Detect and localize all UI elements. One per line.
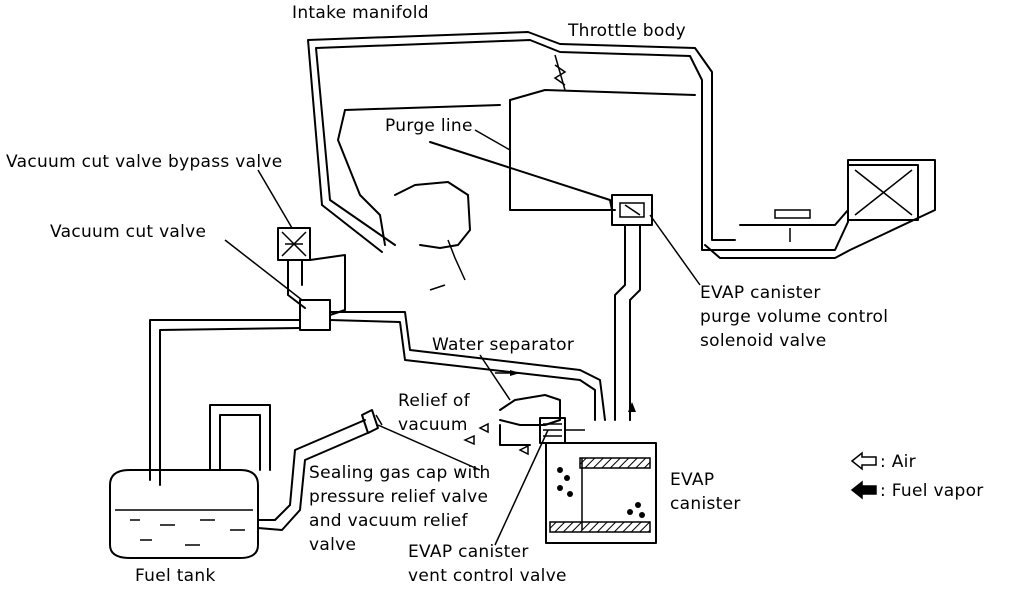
label-evap-purge-valve-line1: EVAP canister xyxy=(700,283,821,303)
vacuum-cut-valve-bypass-valve xyxy=(277,227,346,316)
throttle-body xyxy=(553,54,919,242)
label-evap-canister-line1: EVAP xyxy=(670,470,714,490)
label-vacuum-cut-valve-bypass-valve: Vacuum cut valve bypass valve xyxy=(6,152,283,172)
label-evap-vent-valve-line1: EVAP canister xyxy=(408,542,529,562)
label-vacuum-cut-valve: Vacuum cut valve xyxy=(50,222,206,242)
label-fuel-tank: Fuel tank xyxy=(135,566,216,586)
purge-line xyxy=(429,141,653,421)
label-evap-purge-valve-line3: solenoid valve xyxy=(700,331,826,351)
label-sealing-gas-cap-line4: valve xyxy=(309,535,356,555)
legend-air-label: : Air xyxy=(880,452,916,472)
label-sealing-gas-cap-line1: Sealing gas cap with xyxy=(309,463,491,483)
relief-arrows xyxy=(463,422,529,456)
label-purge-line: Purge line xyxy=(385,116,473,136)
label-intake-manifold: Intake manifold xyxy=(292,3,429,23)
fuel-vapor-legend-icon xyxy=(850,480,877,500)
label-relief-of-vacuum-line2: vacuum xyxy=(398,415,468,435)
label-evap-vent-valve-line2: vent control valve xyxy=(408,566,567,586)
leader-lines xyxy=(224,129,701,546)
label-sealing-gas-cap-line3: and vacuum relief xyxy=(309,511,469,531)
fuel-tank xyxy=(109,404,371,559)
legend-fuel-vapor-label: : Fuel vapor xyxy=(880,481,984,501)
engine-outline xyxy=(394,181,471,291)
label-throttle-body: Throttle body xyxy=(567,21,686,41)
vacuum-cut-valve xyxy=(149,299,606,486)
water-separator xyxy=(499,394,561,446)
sealing-gas-cap xyxy=(361,409,383,434)
evap-canister xyxy=(545,442,657,544)
label-water-separator: Water separator xyxy=(432,335,574,355)
label-evap-purge-valve-line2: purge volume control xyxy=(700,307,888,327)
legend: : Air : Fuel vapor xyxy=(850,451,984,501)
label-evap-canister-line2: canister xyxy=(670,494,741,514)
evap-canister-vent-control-valve xyxy=(539,417,585,444)
label-relief-of-vacuum-line1: Relief of xyxy=(398,391,471,411)
label-sealing-gas-cap-line2: pressure relief valve xyxy=(309,487,488,507)
air-legend-icon xyxy=(850,451,877,471)
intake-manifold xyxy=(307,31,936,259)
